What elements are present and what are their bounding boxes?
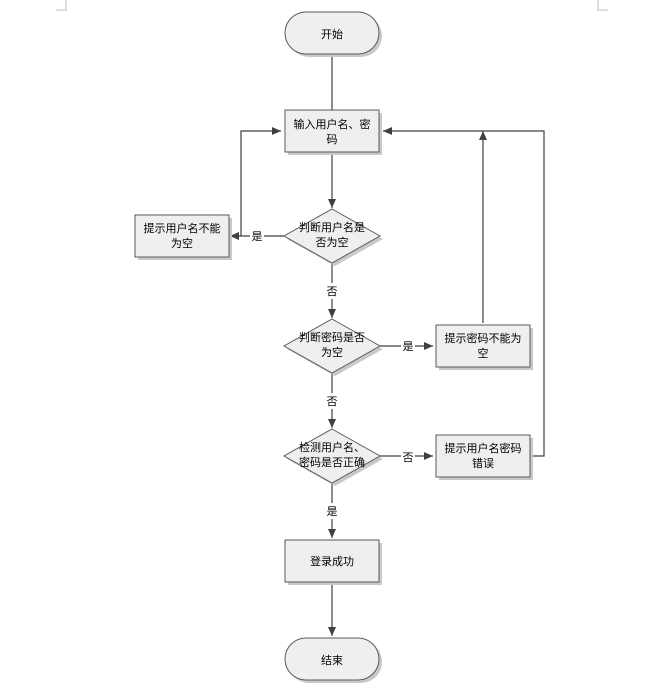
node-success-label: 登录成功 xyxy=(310,554,354,568)
edge-label-bg xyxy=(325,503,339,519)
node-input-label-line1: 输入用户名、密 xyxy=(294,117,371,131)
node-end: 结束 xyxy=(284,637,382,683)
edge-wrong-back-to-input xyxy=(383,127,545,457)
node-username-empty-prompt: 提示用户名不能 为空 xyxy=(134,214,232,260)
node-input-label-line2: 码 xyxy=(327,133,338,146)
node-check-password-empty: 判断密码是否 为空 xyxy=(282,318,383,376)
node-start: 开始 xyxy=(284,11,382,57)
edge-label-bg xyxy=(325,393,339,409)
edge-label-pwd-empty-no: 否 xyxy=(327,395,338,408)
node-user-empty-label-line1: 提示用户名不能 xyxy=(144,221,221,235)
edge-label-user-empty-yes: 是 xyxy=(252,230,263,243)
edge-label-user-empty-no: 否 xyxy=(327,285,338,298)
node-check-username-empty: 判断用户名是 否为空 xyxy=(282,208,383,266)
node-pwd-empty-label-line1: 提示密码不能为 xyxy=(445,331,522,345)
node-password-empty-prompt: 提示密码不能为 空 xyxy=(435,324,533,370)
node-verify-credentials: 检测用户名、 密码是否正确 xyxy=(282,428,383,486)
edge-label-pwd-empty-yes: 是 xyxy=(403,340,414,353)
node-check-pwd-label-line1: 判断密码是否 xyxy=(299,330,365,344)
node-start-label: 开始 xyxy=(321,27,343,41)
page-corner-mark-left xyxy=(56,0,67,11)
edge-label-verify-no: 否 xyxy=(403,451,414,464)
edge-label-verify-yes: 是 xyxy=(327,505,338,518)
edge-label-bg xyxy=(401,449,415,465)
node-login-success: 登录成功 xyxy=(284,539,382,585)
node-check-pwd-label-line2: 为空 xyxy=(321,345,343,359)
node-verify-label-line2: 密码是否正确 xyxy=(299,455,365,469)
edge-label-bg xyxy=(250,228,264,244)
node-verify-label-line1: 检测用户名、 xyxy=(299,440,365,454)
node-pwd-empty-label-line2: 空 xyxy=(478,346,489,360)
page-corner-mark-right xyxy=(597,0,608,11)
node-wrong-credentials-prompt: 提示用户名密码 错误 xyxy=(435,434,533,480)
node-input-credentials: 输入用户名、密 码 xyxy=(284,109,382,155)
edge-user-empty-back-to-input xyxy=(240,127,281,236)
node-user-empty-label-line2: 为空 xyxy=(171,236,193,250)
edge-label-bg xyxy=(401,338,415,354)
node-wrong-label-line1: 提示用户名密码 xyxy=(445,441,522,455)
node-wrong-label-line2: 错误 xyxy=(472,456,494,470)
edge-label-bg xyxy=(325,283,339,299)
node-check-user-label-line1: 判断用户名是 xyxy=(299,220,365,234)
node-check-user-label-line2: 否为空 xyxy=(316,235,349,249)
node-end-label: 结束 xyxy=(321,654,343,667)
